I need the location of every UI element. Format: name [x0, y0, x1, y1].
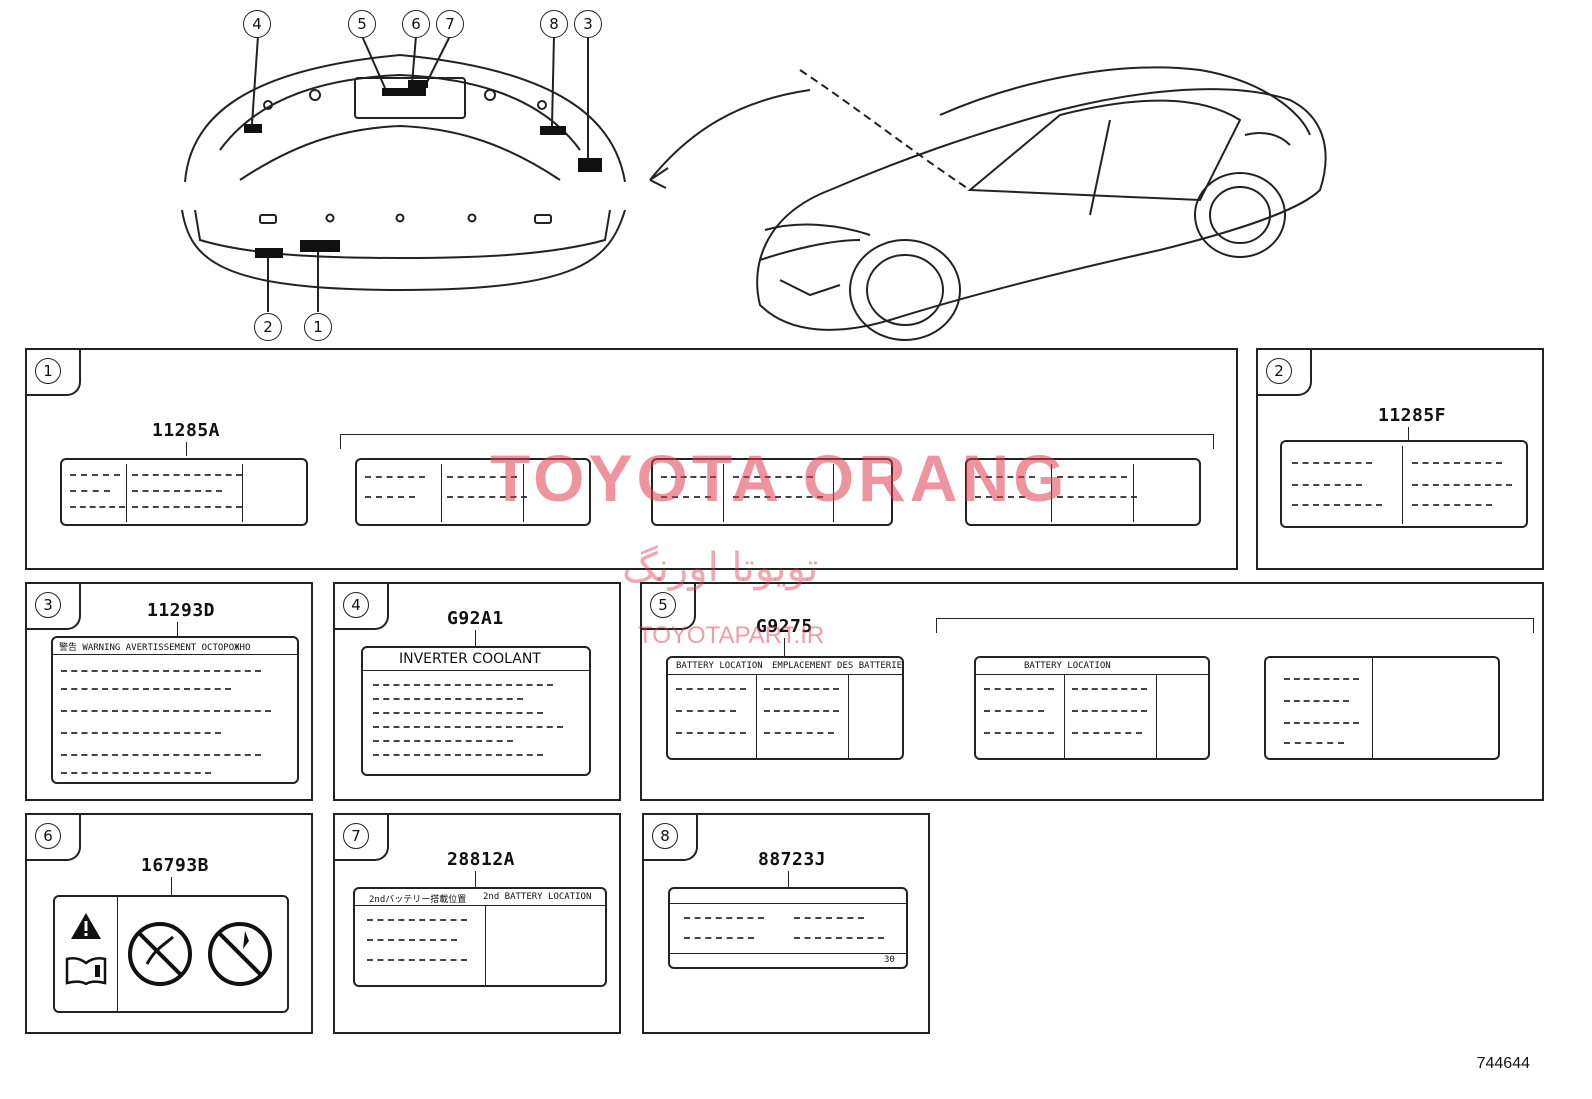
no-flame-prohibition-icon [208, 922, 272, 986]
overview-callout-6: 6 [402, 10, 430, 38]
panel-7-part-number: 28812A [447, 849, 516, 870]
panel-1-bracket [340, 434, 1214, 449]
panel-7-leader [475, 871, 476, 887]
hood-overview-drawing [181, 35, 626, 312]
watermark-site: TOYOTAPART.IR [638, 622, 825, 649]
panel-5-number: 5 [650, 592, 676, 618]
label8-number: 30 [884, 955, 895, 965]
panel-4-number: 4 [343, 592, 369, 618]
panel-3-part-number: 11293D [147, 600, 216, 621]
battery-location-text: BATTERY LOCATION [676, 661, 763, 671]
panel-2-leader [1408, 427, 1409, 441]
warning-triangle-icon [71, 913, 101, 939]
panel-8-leader [788, 871, 789, 887]
panel-4: 4 G92A1 INVERTER COOLANT [333, 582, 621, 801]
panel-1-label-variant-a [355, 458, 591, 526]
panel-2-part-number: 11285F [1378, 405, 1447, 426]
second-battery-jp-text: 2ndバッテリー搭載位置 [369, 895, 467, 905]
overview-callout-3: 3 [574, 10, 602, 38]
watermark-persian: تویوتا اورنگ [622, 545, 819, 591]
inverter-coolant-title: INVERTER COOLANT [399, 651, 541, 667]
panel-8-label: 30 [668, 887, 908, 969]
panel-6-leader [171, 877, 172, 895]
panel-5-label-variant-b [1264, 656, 1500, 760]
overview-callout-7: 7 [436, 10, 464, 38]
panel-4-tab: 4 [335, 584, 389, 630]
panel-5-tab: 5 [642, 584, 696, 630]
panel-1: 1 11285A [25, 348, 1238, 570]
overview-callout-2: 2 [254, 313, 282, 341]
watermark-brand: TOYOTA ORANG [490, 441, 1069, 515]
no-smoking-prohibition-icon [128, 922, 192, 986]
overview-callout-4: 4 [243, 10, 271, 38]
panel-5-part-number: G9275 [756, 616, 813, 637]
panel-2-label [1280, 440, 1528, 528]
car-drawing [649, 66, 1327, 341]
manual-book-icon [65, 956, 107, 985]
panel-6: 6 16793B [25, 813, 313, 1034]
panel-1-label-variant-b [651, 458, 893, 526]
panel-2-number: 2 [1266, 358, 1292, 384]
panel-7: 7 28812A 2ndバッテリー搭載位置 2nd BATTERY LOCATI… [333, 813, 621, 1034]
panel-5-label-main: BATTERY LOCATION EMPLACEMENT DES BATTERI… [666, 656, 904, 760]
panel-3-leader [177, 622, 178, 636]
panel-4-label: INVERTER COOLANT [361, 646, 591, 776]
panel-8: 8 88723J 30 [642, 813, 930, 1034]
panel-5-leader [784, 638, 785, 656]
panel-8-part-number: 88723J [758, 849, 827, 870]
panel-7-tab: 7 [335, 815, 389, 861]
panel-6-label [53, 895, 289, 1013]
panel-4-part-number: G92A1 [447, 608, 504, 629]
panel-8-number: 8 [652, 823, 678, 849]
overview-callout-5: 5 [348, 10, 376, 38]
panel-6-number: 6 [35, 823, 61, 849]
panel-8-tab: 8 [644, 815, 698, 861]
battery-location-short-text: BATTERY LOCATION [1024, 661, 1111, 671]
warning-header: 警告 WARNING AVERTISSEMENT ОСТОРОЖНО [59, 643, 251, 653]
overview-callout-1: 1 [304, 313, 332, 341]
emplacement-text: EMPLACEMENT DES BATTERIES [772, 661, 904, 671]
panel-2: 2 11285F [1256, 348, 1544, 570]
panel-3-tab: 3 [27, 584, 81, 630]
panel-5: 5 G9275 BATTERY LOCATION EMPLACEMENT DES… [640, 582, 1544, 801]
panel-3-number: 3 [35, 592, 61, 618]
panel-3: 3 11293D 警告 WARNING AVERTISSEMENT ОСТОРО… [25, 582, 313, 801]
panel-3-label: 警告 WARNING AVERTISSEMENT ОСТОРОЖНО [51, 636, 299, 784]
panel-6-part-number: 16793B [141, 855, 210, 876]
panel-5-bracket [936, 618, 1534, 633]
panel-5-label-variant-a: BATTERY LOCATION [974, 656, 1210, 760]
panel-1-leader [186, 442, 187, 456]
second-battery-en-text: 2nd BATTERY LOCATION [483, 892, 592, 902]
panel-2-tab: 2 [1258, 350, 1312, 396]
panel-1-label-variant-c [965, 458, 1201, 526]
panel-1-label-main [60, 458, 308, 526]
panel-4-leader [475, 630, 476, 646]
panel-1-number: 1 [35, 358, 61, 384]
panel-1-part-number: 11285A [152, 420, 221, 441]
panel-1-tab: 1 [27, 350, 81, 396]
panel-6-tab: 6 [27, 815, 81, 861]
diagram-code: 744644 [1476, 1055, 1530, 1072]
panel-7-label: 2ndバッテリー搭載位置 2nd BATTERY LOCATION [353, 887, 607, 987]
overview-callout-8: 8 [540, 10, 568, 38]
panel-7-number: 7 [343, 823, 369, 849]
